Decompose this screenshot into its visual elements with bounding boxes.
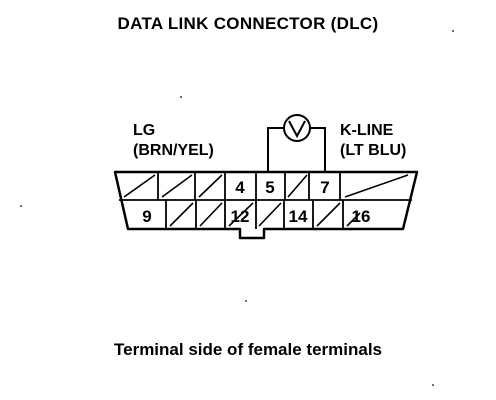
tester-lead-wire (267, 127, 326, 172)
unused-pin-hatches (123, 174, 409, 227)
pin-number-12: 12 (231, 207, 250, 226)
scan-speck (20, 205, 22, 207)
diagram-title: DATA LINK CONNECTOR (DLC) (117, 14, 379, 33)
pin-number-9: 9 (142, 207, 151, 226)
kline-label-wire: (LT BLU) (340, 142, 407, 159)
scan-speck (452, 30, 454, 32)
voltmeter-icon (283, 114, 311, 142)
pin-grid (119, 172, 412, 229)
diagram-caption: Terminal side of female terminals (114, 340, 382, 359)
lg-label-name: LG (133, 122, 156, 139)
scan-speck (432, 384, 434, 386)
lg-label: LG (BRN/YEL) (133, 121, 214, 161)
lg-label-wire: (BRN/YEL) (133, 142, 214, 159)
kline-label: K-LINE (LT BLU) (340, 121, 406, 161)
kline-label-name: K-LINE (340, 122, 394, 139)
pin-number-16: 16 (352, 207, 371, 226)
pin-number-7: 7 (320, 178, 329, 197)
scan-speck (245, 300, 247, 302)
pin-number-5: 5 (265, 178, 274, 197)
pin-number-14: 14 (289, 207, 308, 226)
pin-number-4: 4 (235, 178, 245, 197)
scan-speck (180, 96, 182, 98)
